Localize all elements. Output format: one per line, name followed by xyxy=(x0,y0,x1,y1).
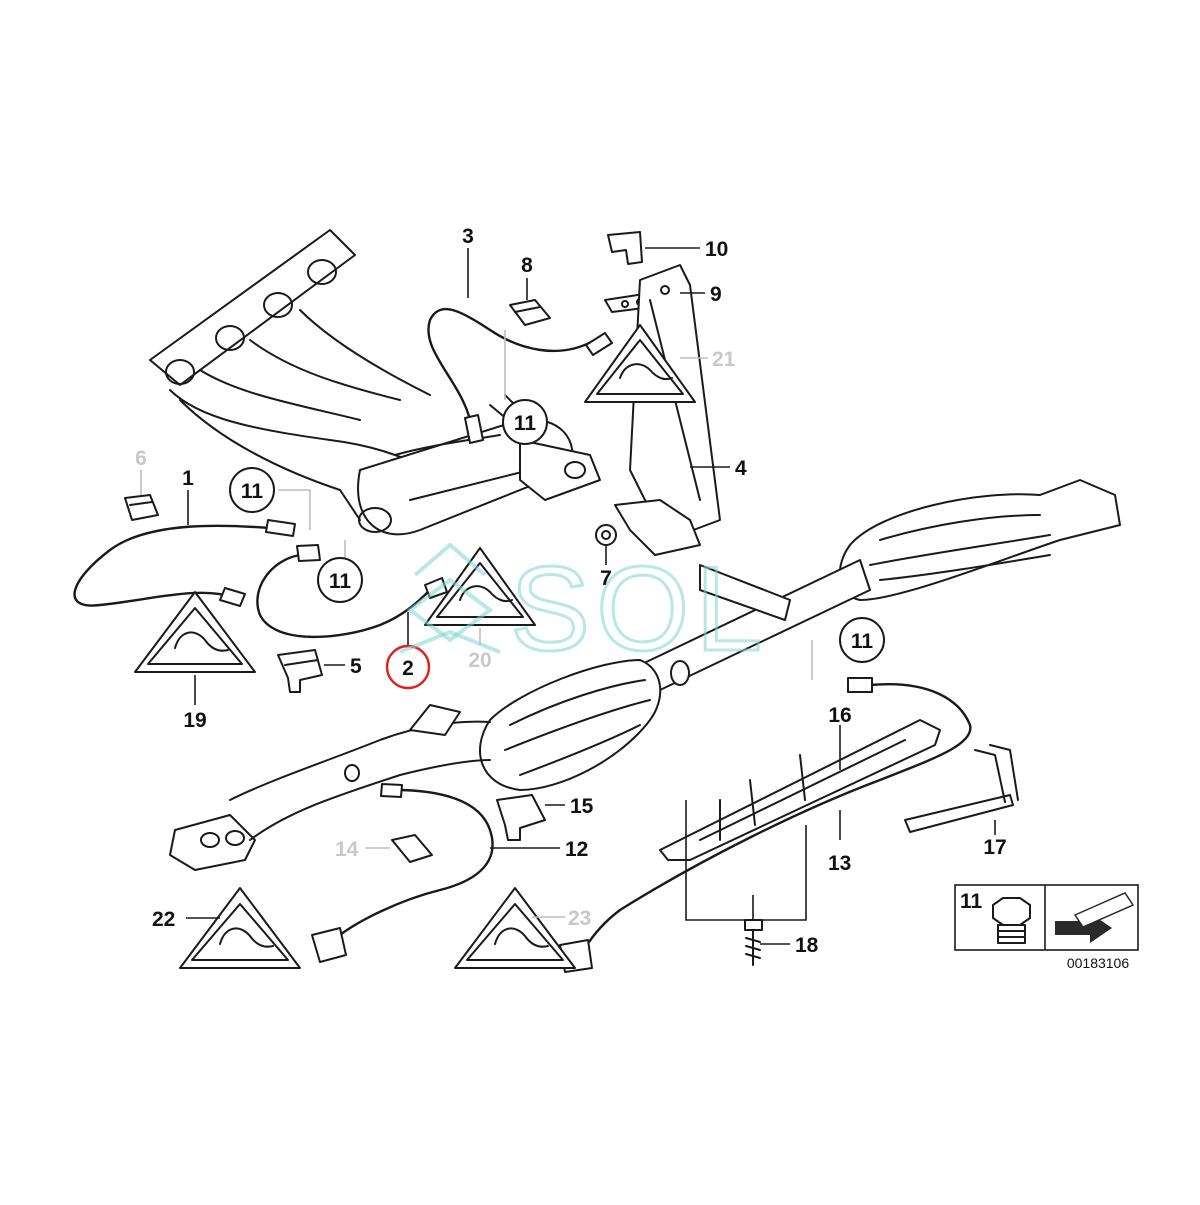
oxygen-sensor-12 xyxy=(311,783,494,963)
exhaust-manifold xyxy=(149,229,601,536)
clip-part-14 xyxy=(391,834,433,863)
label-11-c: 11 xyxy=(329,570,352,593)
label-3: 3 xyxy=(462,225,474,248)
nut-part-7 xyxy=(595,524,617,546)
watermark-logo: SOL xyxy=(399,541,768,678)
label-11-b: 11 xyxy=(241,480,264,503)
clip-part-15 xyxy=(496,794,546,841)
leader-lines xyxy=(140,247,996,945)
bracket-part-17 xyxy=(904,744,1019,833)
bolt-plug-icon xyxy=(992,897,1031,944)
label-9: 9 xyxy=(710,283,722,306)
diagram-id: 00183106 xyxy=(1067,955,1130,971)
label-16: 16 xyxy=(828,704,851,727)
bracket-part-10 xyxy=(607,231,643,265)
label-20: 20 xyxy=(468,649,491,672)
warning-triangle-22 xyxy=(179,887,301,969)
warning-triangle-21 xyxy=(584,324,696,403)
label-15: 15 xyxy=(570,795,594,818)
label-19: 19 xyxy=(183,709,206,732)
clip-part-5 xyxy=(277,649,323,693)
label-13: 13 xyxy=(828,852,851,875)
oxygen-sensor-2 xyxy=(256,544,448,639)
callout-circle-11-b: 11 xyxy=(229,467,275,513)
label-10: 10 xyxy=(705,238,728,261)
warning-triangle-19 xyxy=(134,591,256,673)
warning-triangle-23 xyxy=(454,887,576,969)
callout-circle-11-a: 11 xyxy=(502,399,548,445)
oxygen-sensor-3 xyxy=(427,308,613,444)
label-2: 2 xyxy=(402,657,414,680)
label-1: 1 xyxy=(182,467,194,490)
legend-part-number: 11 xyxy=(960,890,983,913)
screw-part-18 xyxy=(744,919,763,966)
label-14: 14 xyxy=(335,838,359,861)
center-silencer xyxy=(479,659,662,791)
arrow-pointer-icon xyxy=(1055,892,1135,943)
clip-part-6 xyxy=(124,494,159,521)
label-8: 8 xyxy=(521,254,533,277)
label-18: 18 xyxy=(795,934,819,957)
clip-part-8 xyxy=(509,299,551,326)
label-4: 4 xyxy=(735,457,747,480)
label-21: 21 xyxy=(712,348,736,371)
label-23: 23 xyxy=(568,907,591,930)
label-7: 7 xyxy=(600,567,612,590)
callout-circle-11-c: 11 xyxy=(317,557,363,603)
watermark-text: SOL xyxy=(510,542,768,676)
front-pipe xyxy=(169,704,491,871)
label-6: 6 xyxy=(135,447,147,470)
label-5: 5 xyxy=(350,655,362,678)
label-11-a: 11 xyxy=(514,412,537,435)
label-11-d: 11 xyxy=(851,630,874,653)
label-12: 12 xyxy=(565,838,588,861)
exhaust-pipe-catalyst xyxy=(639,479,1121,691)
label-17: 17 xyxy=(983,836,1006,859)
legend-box: 11 00183106 xyxy=(954,884,1139,971)
heat-shield-bracket-16 xyxy=(659,719,941,861)
callout-circle-2-highlighted: 2 xyxy=(385,644,431,690)
callout-circle-11-d: 11 xyxy=(839,617,885,663)
oxygen-sensor-1 xyxy=(73,519,296,607)
label-22: 22 xyxy=(152,908,175,931)
